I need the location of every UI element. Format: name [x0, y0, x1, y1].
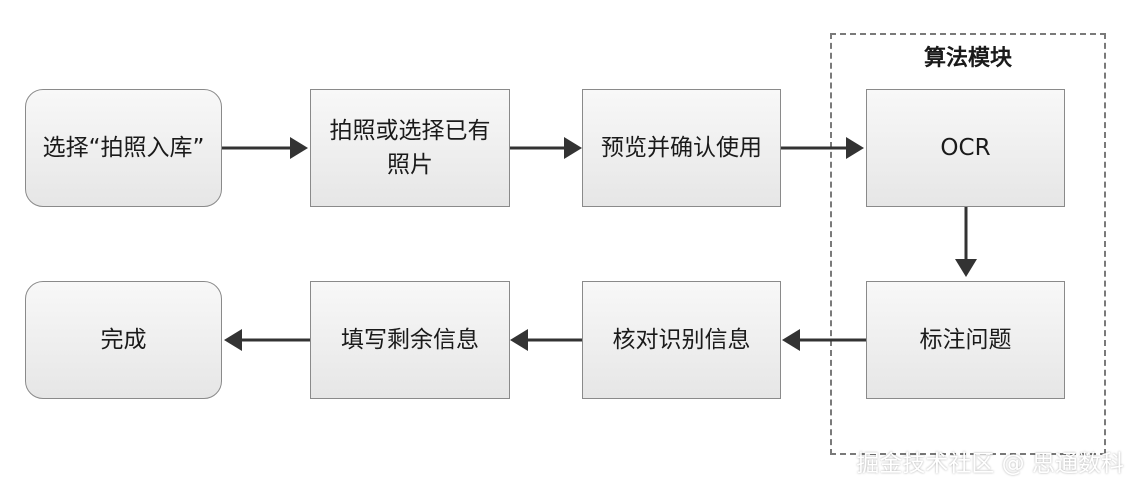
- node-take-photo: 拍照或选择已有 照片: [310, 89, 510, 207]
- group-title: 算法模块: [923, 46, 1012, 71]
- algorithm-module-group: [830, 33, 1106, 455]
- node-done-label: 完成: [100, 327, 147, 353]
- node-take-photo-line1: 拍照或选择已有: [329, 118, 491, 144]
- watermark: 掘金技术社区 @ 思通数科: [856, 451, 1124, 477]
- node-verify-label: 核对识别信息: [612, 327, 751, 353]
- arrowhead: [564, 137, 582, 159]
- arrowhead: [224, 329, 242, 351]
- node-preview-label: 预览并确认使用: [601, 135, 762, 161]
- arrowhead: [955, 259, 977, 277]
- node-preview: 预览并确认使用: [582, 89, 781, 207]
- node-ocr-label: OCR: [940, 135, 991, 161]
- node-fill-info-label: 填写剩余信息: [341, 327, 479, 353]
- arrowhead: [846, 137, 864, 159]
- node-mark-issue: 标注问题: [866, 281, 1065, 399]
- node-verify: 核对识别信息: [582, 281, 781, 399]
- node-done: 完成: [25, 281, 222, 399]
- node-start: 选择“拍照入库”: [25, 89, 222, 207]
- arrowhead: [290, 137, 308, 159]
- node-fill-info: 填写剩余信息: [310, 281, 510, 399]
- arrowhead: [510, 329, 528, 351]
- node-take-photo-line2: 照片: [387, 152, 433, 178]
- arrowhead: [782, 329, 800, 351]
- node-start-label: 选择“拍照入库”: [42, 135, 205, 161]
- node-mark-issue-label: 标注问题: [919, 327, 1012, 353]
- node-ocr: OCR: [866, 89, 1065, 207]
